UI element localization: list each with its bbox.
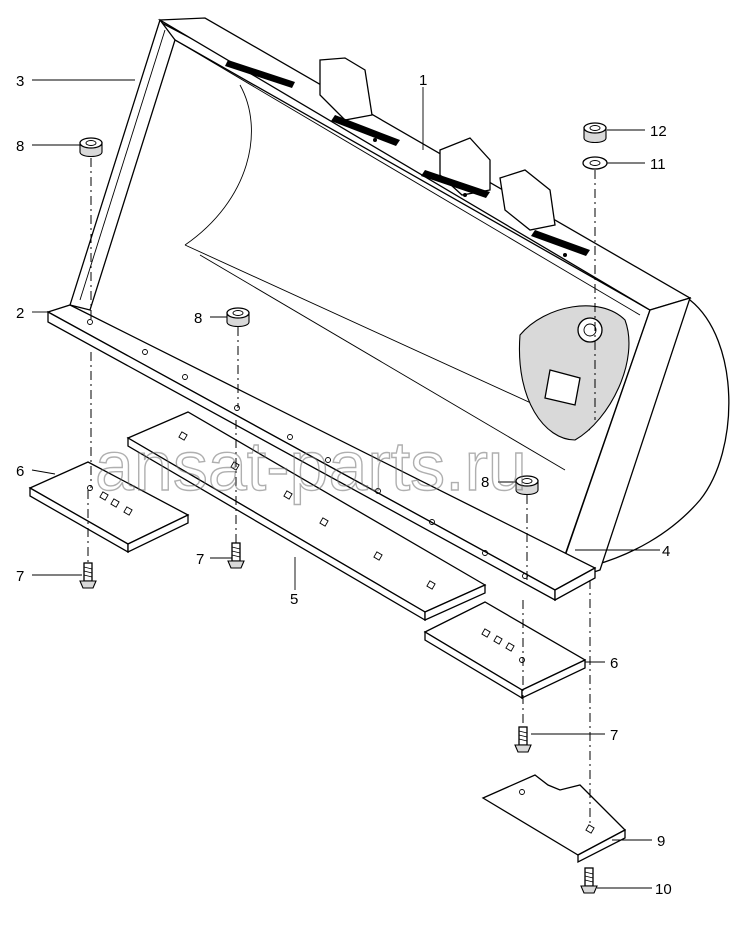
bolt-icon: [227, 542, 245, 569]
bucket: [157, 17, 730, 566]
callout-7b: 7: [196, 551, 204, 568]
left-side-plate: [69, 18, 176, 311]
callout-9: 9: [657, 833, 665, 850]
end-cutting-edge-right: [423, 601, 587, 700]
callout-7: 7: [16, 568, 24, 585]
side-cutter: [481, 774, 627, 864]
callout-12: 12: [650, 123, 667, 140]
nut-icon: [583, 122, 607, 144]
callout-11: 11: [650, 156, 666, 173]
washer-icon: [582, 156, 608, 170]
center-cutting-edge: [126, 411, 487, 622]
callout-5: 5: [290, 591, 298, 608]
callout-8: 8: [16, 138, 24, 155]
leader-lines: [31, 79, 660, 889]
callout-7c: 7: [610, 727, 618, 744]
nut-icon: [79, 137, 103, 158]
watermark: ansat-parts.ru: [95, 427, 527, 505]
callout-2: 2: [16, 305, 24, 322]
callout-6: 6: [16, 463, 24, 480]
callout-8c: 8: [481, 474, 489, 491]
callout-1: 1: [419, 72, 427, 89]
callout-10: 10: [655, 881, 672, 898]
bolt-icon: [580, 867, 598, 894]
base-edge: [46, 304, 597, 602]
end-cutting-edge-left: [28, 461, 190, 554]
assembly-lines: [87, 158, 596, 826]
nut-icon: [226, 307, 250, 328]
nut-icon: [515, 475, 539, 496]
callout-8b: 8: [194, 310, 202, 327]
bolt-icon: [79, 562, 97, 589]
callout-3: 3: [16, 73, 24, 90]
callout-6b: 6: [610, 655, 618, 672]
right-side-plate: [518, 297, 692, 587]
callout-4: 4: [662, 543, 670, 560]
bolt-icon: [514, 726, 532, 753]
